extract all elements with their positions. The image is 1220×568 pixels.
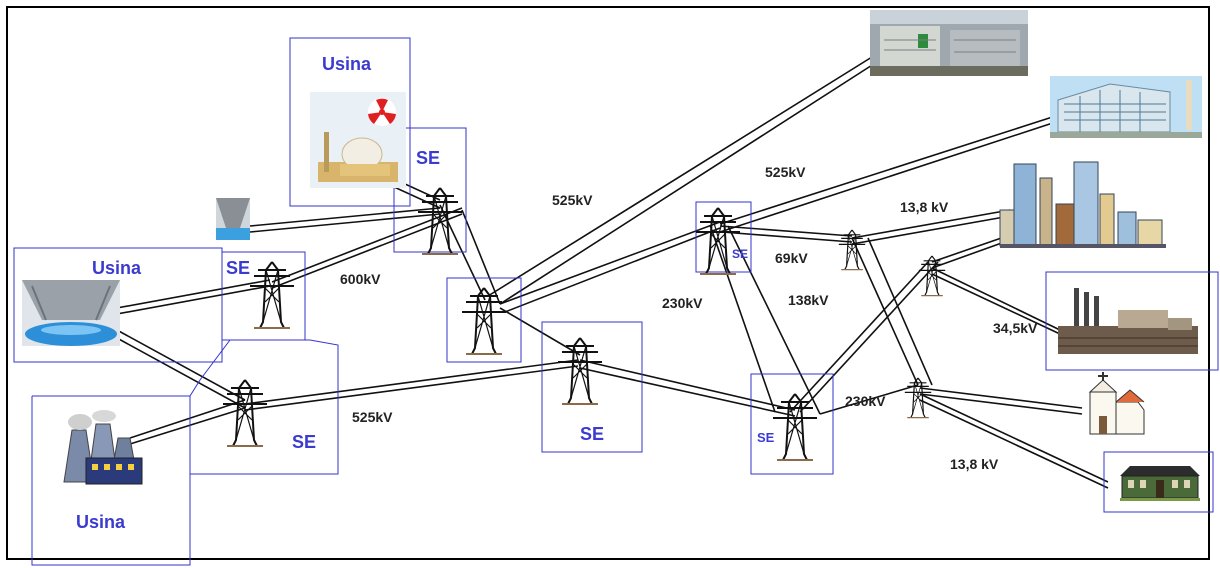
house-icon xyxy=(1120,466,1200,501)
voltage-525kv-upper-label: 525kV xyxy=(552,192,593,208)
se-bottom-left-label: SE xyxy=(292,432,316,452)
se-top-label: SE xyxy=(416,148,440,168)
towers xyxy=(222,187,946,461)
hydro-dam-icon xyxy=(22,280,120,346)
se-lower-right-label: SE xyxy=(757,430,775,445)
hydro-plant-box xyxy=(13,247,223,363)
office-building-icon xyxy=(1050,76,1202,138)
city-skyline-icon xyxy=(999,161,1166,248)
thermal-plant-box xyxy=(31,395,191,566)
se-mid-box xyxy=(446,277,522,363)
voltage-34-5kv-label: 34,5kV xyxy=(993,320,1038,336)
voltage-138kv-label: 138kV xyxy=(788,292,829,308)
voltage-13-8kv-lower-label: 13,8 kV xyxy=(950,456,999,472)
usina-thermal-label: Usina xyxy=(76,512,126,532)
voltage-13-8kv-upper-label: 13,8 kV xyxy=(900,199,949,215)
small-dam-icon xyxy=(216,198,250,240)
transmission-tower-icon xyxy=(249,261,295,329)
usina-hydro-label: Usina xyxy=(92,258,142,278)
nuclear-plant-icon xyxy=(310,92,406,188)
voltage-525kv-lower-label: 525kV xyxy=(352,409,393,425)
voltage-69kv-label: 69kV xyxy=(775,250,808,266)
se-bottom-left-box xyxy=(189,339,339,475)
factory-building-icon xyxy=(870,10,1028,76)
industrial-plant-box xyxy=(1045,271,1219,371)
se-center-box xyxy=(541,321,643,453)
station-labels: Usina SE Usina SE Usina SE SE SE SE xyxy=(76,54,775,532)
house-box xyxy=(1103,451,1214,513)
se-mid-right-label: SE xyxy=(732,247,748,261)
se-mid-right-box xyxy=(695,201,752,273)
se-lower-right-box xyxy=(750,373,834,475)
station-boxes xyxy=(13,37,1219,566)
voltage-labels: 600kV 525kV 525kV 525kV 230kV 69kV 138kV… xyxy=(340,164,1038,472)
voltage-600kv-label: 600kV xyxy=(340,271,381,287)
industrial-plant-icon xyxy=(1058,288,1198,354)
usina-nuclear-label: Usina xyxy=(322,54,372,74)
voltage-230kv-right-label: 230kV xyxy=(845,393,886,409)
voltage-525kv-right-label: 525kV xyxy=(765,164,806,180)
thermal-plant-icon xyxy=(63,410,143,485)
transmission-tower-icon xyxy=(772,393,818,461)
nuclear-plant-box xyxy=(289,37,411,207)
diagram-frame xyxy=(6,6,1210,560)
transmission-lines xyxy=(94,51,1109,489)
transmission-tower-icon xyxy=(695,207,741,275)
se-left-label: SE xyxy=(226,258,250,278)
voltage-230kv-left-label: 230kV xyxy=(662,295,703,311)
church-icon xyxy=(1088,372,1145,435)
se-center-label: SE xyxy=(580,424,604,444)
transmission-tower-icon xyxy=(417,187,463,255)
